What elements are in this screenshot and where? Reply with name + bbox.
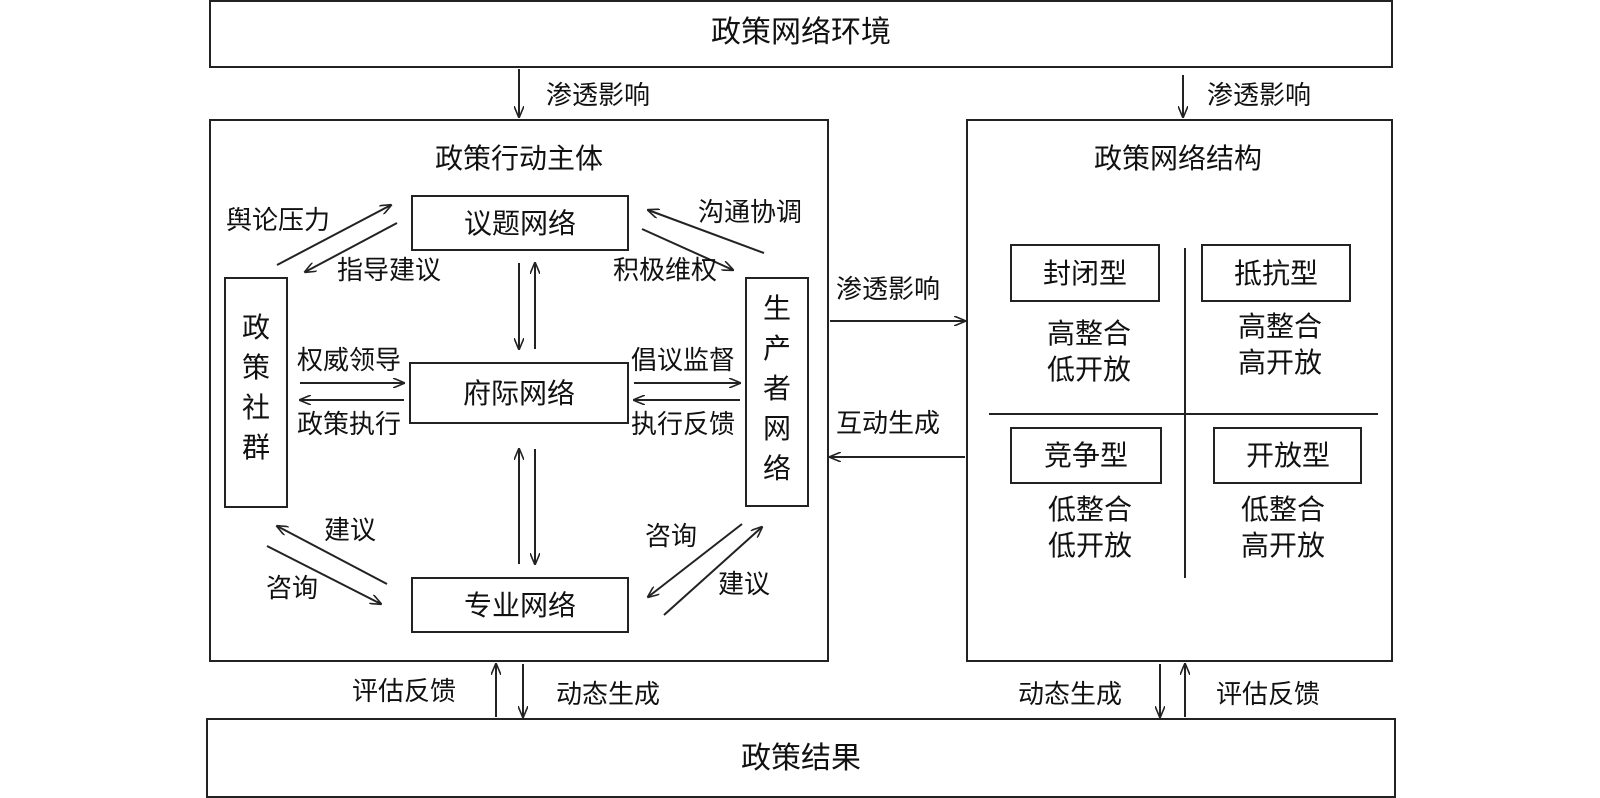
arrow-consult-left [266, 545, 381, 604]
label-consult-left: 咨询 [266, 574, 318, 604]
intergov-network-box: 府际网络 [409, 362, 629, 424]
policy-community-char: 社 [242, 391, 270, 424]
label-opinion-pressure: 舆论压力 [226, 206, 330, 236]
structure-box: 政策网络结构 封闭型 高整合 低开放 抵抗型 高整合 高开放 竞争型 低整合 低… [966, 119, 1393, 662]
policy-community-char: 群 [242, 431, 270, 464]
label-authority: 权威领导 [297, 346, 401, 376]
arrow-guidance [305, 222, 398, 272]
label-guidance: 指导建议 [337, 256, 441, 286]
type-closed-line2: 低开放 [1047, 353, 1131, 386]
label-evaluation-right: 评估反馈 [1216, 680, 1320, 710]
producer-network-char: 者 [763, 372, 791, 405]
professional-network-label: 专业网络 [464, 589, 576, 622]
label-evaluation-left: 评估反馈 [352, 677, 456, 707]
type-resistant-line1: 高整合 [1238, 310, 1322, 343]
producer-network-box: 生 产 者 网 络 [745, 277, 809, 507]
arrow-advice-right [663, 527, 762, 616]
intergov-network-label: 府际网络 [463, 377, 575, 410]
label-actors-to-structure: 渗透影响 [836, 275, 940, 305]
producer-network-char: 网 [763, 412, 791, 445]
type-competitive-line2: 低开放 [1048, 529, 1132, 562]
type-closed-box [1010, 244, 1160, 302]
issue-network-box: 议题网络 [411, 195, 629, 251]
type-closed-name: 封闭型 [1043, 257, 1127, 290]
label-env-to-actors: 渗透影响 [546, 81, 650, 111]
label-advocacy: 倡议监督 [631, 346, 735, 376]
arrow-rights [641, 228, 733, 270]
structure-title: 政策网络结构 [1094, 142, 1262, 175]
producer-network-char: 络 [763, 452, 791, 485]
label-rights: 积极维权 [613, 256, 717, 286]
type-resistant-name: 抵抗型 [1234, 257, 1318, 290]
result-label: 政策结果 [741, 741, 861, 776]
policy-community-box: 政 策 社 群 [224, 277, 288, 508]
type-resistant-line2: 高开放 [1238, 346, 1322, 379]
type-resistant-box [1201, 244, 1351, 302]
label-env-to-structure: 渗透影响 [1207, 81, 1311, 111]
label-structure-to-actors: 互动生成 [836, 409, 940, 439]
label-feedback: 执行反馈 [631, 410, 735, 440]
label-consult-right: 咨询 [645, 522, 697, 552]
label-advice-right: 建议 [718, 570, 770, 600]
arrow-communication [648, 210, 765, 254]
issue-network-label: 议题网络 [464, 207, 576, 240]
type-competitive-line1: 低整合 [1048, 493, 1132, 526]
label-generation-left: 动态生成 [556, 680, 660, 710]
type-open-line2: 高开放 [1241, 529, 1325, 562]
label-execution: 政策执行 [297, 410, 401, 440]
type-open-box [1213, 427, 1362, 484]
arrow-advice-left [277, 526, 388, 585]
environment-box: 政策网络环境 [209, 0, 1393, 68]
type-competitive-name: 竞争型 [1044, 439, 1128, 472]
label-communication: 沟通协调 [698, 198, 802, 228]
type-closed-line1: 高整合 [1047, 317, 1131, 350]
producer-network-char: 产 [763, 332, 791, 365]
label-advice-left: 建议 [324, 516, 376, 546]
type-open-name: 开放型 [1246, 439, 1330, 472]
label-generation-right: 动态生成 [1018, 680, 1122, 710]
type-open-line1: 低整合 [1241, 493, 1325, 526]
type-competitive-box [1010, 427, 1162, 484]
producer-network-char: 生 [763, 292, 791, 325]
professional-network-box: 专业网络 [411, 577, 629, 633]
arrow-consult-right [648, 523, 743, 597]
arrow-opinion-pressure [276, 205, 391, 266]
result-box: 政策结果 [206, 718, 1396, 798]
policy-community-char: 策 [242, 351, 270, 384]
environment-label: 政策网络环境 [711, 15, 891, 50]
actors-title: 政策行动主体 [435, 142, 603, 175]
policy-community-char: 政 [242, 311, 270, 344]
